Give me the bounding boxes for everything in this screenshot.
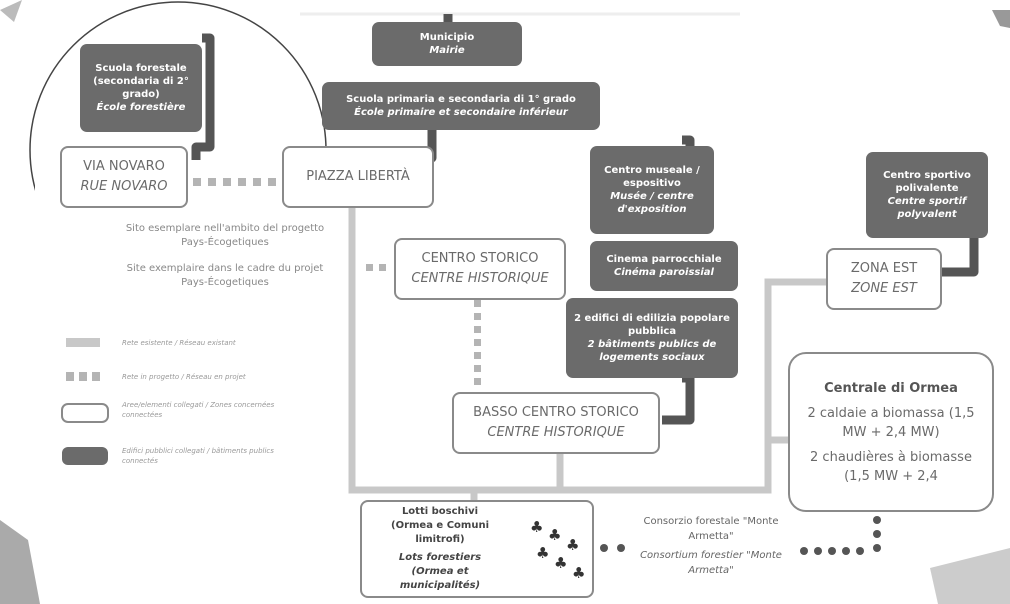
legend-buildings-label: Edifici pubblici collegati / bâtiments p… xyxy=(122,447,274,465)
consorzio-label: Consorzio forestale "Monte Armetta" Cons… xyxy=(636,514,786,578)
site-note-fr: Site exemplaire dans le cadre du projet … xyxy=(126,263,324,288)
centrale-title: Centrale di Ormea xyxy=(824,380,958,396)
scuola-forestale-fr: École forestière xyxy=(96,102,186,113)
centrale-node: Centrale di Ormea 2 caldaie a biomassa (… xyxy=(788,352,994,512)
municipio-fr: Mairie xyxy=(429,45,465,56)
piazza-liberta-it: PIAZZA LIBERTÀ xyxy=(306,169,410,184)
centro-storico-it: CENTRO STORICO xyxy=(421,251,539,266)
centro-museale-node: Centro museale / espositivo Musée / cent… xyxy=(590,146,714,234)
legend-planned-label: Rete in progetto / Réseau en projet xyxy=(122,373,246,381)
site-note: Sito esemplare nell'ambito del progetto … xyxy=(120,222,330,290)
centrale-it: 2 caldaie a biomassa (1,5 MW + 2,4 MW) xyxy=(807,405,975,440)
piazza-liberta-node: PIAZZA LIBERTÀ xyxy=(282,146,434,208)
cinema-fr: Cinéma paroissial xyxy=(614,267,714,278)
site-note-it: Sito esemplare nell'ambito del progetto … xyxy=(125,223,325,248)
corner-shape-bottom-left xyxy=(0,520,40,604)
basso-centro-it: BASSO CENTRO STORICO xyxy=(473,405,639,420)
legend-existing-symbol xyxy=(66,338,100,347)
tree-icon: ♣ xyxy=(572,564,586,582)
lotti-node: Lotti boschivi (Ormea e Comuni limitrofi… xyxy=(360,500,594,598)
edifici-popolare-it: 2 edifici di edilizia popolare pubblica xyxy=(574,313,730,337)
scuola-forestale-it: Scuola forestale (secondaria di 2° grado… xyxy=(93,63,189,100)
centro-sportivo-fr: Centre sportif polyvalent xyxy=(887,196,967,220)
via-novaro-fr: RUE NOVARO xyxy=(80,179,168,194)
scuola-primaria-it: Scuola primaria e secondaria di 1° grado xyxy=(346,94,576,105)
tree-icon: ♣ xyxy=(530,518,544,536)
tree-icon: ♣ xyxy=(548,526,562,544)
edifici-popolare-node: 2 edifici di edilizia popolare pubblica … xyxy=(566,298,738,378)
basso-centro-node: BASSO CENTRO STORICO CENTRE HISTORIQUE xyxy=(452,392,660,454)
legend-building-symbol xyxy=(62,447,108,465)
lotti-it: Lotti boschivi (Ormea e Comuni limitrofi… xyxy=(391,506,489,545)
centro-museale-fr: Musée / centre d'exposition xyxy=(610,191,694,215)
centro-sportivo-node: Centro sportivo polivalente Centre sport… xyxy=(866,152,988,238)
cinema-node: Cinema parrocchiale Cinéma paroissial xyxy=(590,241,738,291)
centro-storico-node: CENTRO STORICO CENTRE HISTORIQUE xyxy=(394,238,566,300)
centro-museale-it: Centro museale / espositivo xyxy=(604,165,700,189)
zona-est-node: ZONA EST ZONE EST xyxy=(826,248,942,310)
legend-area-symbol xyxy=(61,403,109,423)
tree-icon: ♣ xyxy=(554,554,568,572)
tree-icon: ♣ xyxy=(566,536,580,554)
dotted-connections xyxy=(600,516,881,555)
centrale-fr: 2 chaudières à biomasse (1,5 MW + 2,4 xyxy=(810,449,972,484)
municipio-node: Municipio Mairie xyxy=(372,22,522,66)
consorzio-fr: Consortium forestier "Monte Armetta" xyxy=(640,550,782,576)
cinema-it: Cinema parrocchiale xyxy=(606,254,722,265)
consorzio-it: Consorzio forestale "Monte Armetta" xyxy=(643,516,779,542)
municipio-it: Municipio xyxy=(419,32,475,43)
via-novaro-it: VIA NOVARO xyxy=(83,159,165,174)
zona-est-it: ZONA EST xyxy=(850,261,918,276)
corner-shape-top-left xyxy=(0,0,22,22)
scuola-primaria-fr: École primaire et secondaire inférieur xyxy=(354,107,568,118)
corner-shape-top-right xyxy=(992,10,1010,28)
basso-centro-fr: CENTRE HISTORIQUE xyxy=(487,425,625,440)
edifici-popolare-fr: 2 bâtiments publics de logements sociaux xyxy=(587,339,717,363)
zona-est-fr: ZONE EST xyxy=(851,281,917,296)
lotti-fr: Lots forestiers (Ormea et municipalités) xyxy=(398,552,482,591)
existing-network xyxy=(348,201,832,506)
centro-sportivo-it: Centro sportivo polivalente xyxy=(883,170,971,194)
centro-storico-fr: CENTRE HISTORIQUE xyxy=(411,271,549,286)
legend-existing-label: Rete esistente / Réseau existant xyxy=(122,339,236,347)
via-novaro-node: VIA NOVARO RUE NOVARO xyxy=(60,146,188,208)
legend-areas-label: Aree/elementi collegati / Zones concerné… xyxy=(122,401,275,419)
scuola-primaria-node: Scuola primaria e secondaria di 1° grado… xyxy=(322,82,600,130)
legend-planned-symbol xyxy=(66,372,100,381)
tree-icon: ♣ xyxy=(536,544,550,562)
corner-shape-bottom-right xyxy=(930,548,1010,604)
scuola-forestale-node: Scuola forestale (secondaria di 2° grado… xyxy=(80,44,202,132)
planned-network xyxy=(193,178,481,385)
